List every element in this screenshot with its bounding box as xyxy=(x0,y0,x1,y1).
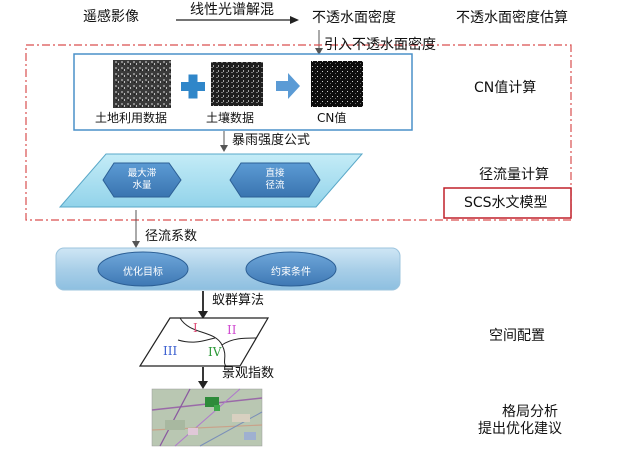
pattern-analysis-label: 格局分析 xyxy=(502,404,558,420)
zone-map xyxy=(138,317,270,367)
impervious-density-label: 不透水面密度 xyxy=(312,10,396,26)
ant-colony-label: 蚁群算法 xyxy=(212,293,265,308)
ant-colony-arrow xyxy=(198,291,208,319)
unmixing-arrow xyxy=(176,16,299,24)
soil-image xyxy=(211,62,263,106)
scs-model-box xyxy=(443,187,572,219)
landuse-label: 土地利用数据 xyxy=(95,111,168,125)
runoff-calc-section-label: 径流量计算 xyxy=(479,167,549,183)
zone-iv-label: IV xyxy=(208,345,222,359)
linear-unmixing-label: 线性光谱解混 xyxy=(190,2,274,18)
max-retention-label: 最大滞水量 xyxy=(127,168,157,191)
zone-iii-label: III xyxy=(163,344,178,358)
landscape-index-label: 景观指数 xyxy=(222,366,275,381)
objective-label: 优化目标 xyxy=(123,267,163,278)
runoff-coefficient-label: 径流系数 xyxy=(145,229,198,244)
plus-icon xyxy=(181,74,205,99)
objective-ellipse xyxy=(97,251,189,287)
spatial-config-label: 空间配置 xyxy=(489,328,545,344)
optimization-suggestion-label: 提出优化建议 xyxy=(478,421,562,437)
constraint-label: 约束条件 xyxy=(271,267,311,278)
remote-sensing-label: 遥感影像 xyxy=(83,9,139,25)
direct-runoff-hexagon xyxy=(229,162,321,198)
soil-label: 土壤数据 xyxy=(206,111,255,125)
max-retention-hexagon xyxy=(102,162,182,198)
runoff-coefficient-arrow xyxy=(132,210,140,248)
zone-ii-label: II xyxy=(227,323,237,337)
landscape-arrow xyxy=(198,367,208,389)
block-arrow-icon xyxy=(276,73,300,99)
rainfall-formula-label: 暴雨强度公式 xyxy=(232,133,311,148)
constraint-ellipse xyxy=(245,251,337,287)
rainfall-arrow xyxy=(220,131,228,152)
analysis-map-image xyxy=(151,388,263,447)
scs-model-label: SCS水文模型 xyxy=(464,195,548,211)
cn-label: CN值 xyxy=(317,111,347,125)
landuse-image xyxy=(113,60,171,108)
impervious-estimate-label: 不透水面密度估算 xyxy=(456,10,568,26)
cn-image xyxy=(311,61,363,107)
zone-i-label: I xyxy=(193,321,198,335)
scs-model-boundary xyxy=(25,44,572,221)
cn-calc-section-label: CN值计算 xyxy=(474,80,537,96)
introduce-density-arrow xyxy=(315,30,323,55)
direct-runoff-label: 直接径流 xyxy=(265,168,285,191)
introduce-density-label: 引入不透水面密度 xyxy=(324,37,436,53)
